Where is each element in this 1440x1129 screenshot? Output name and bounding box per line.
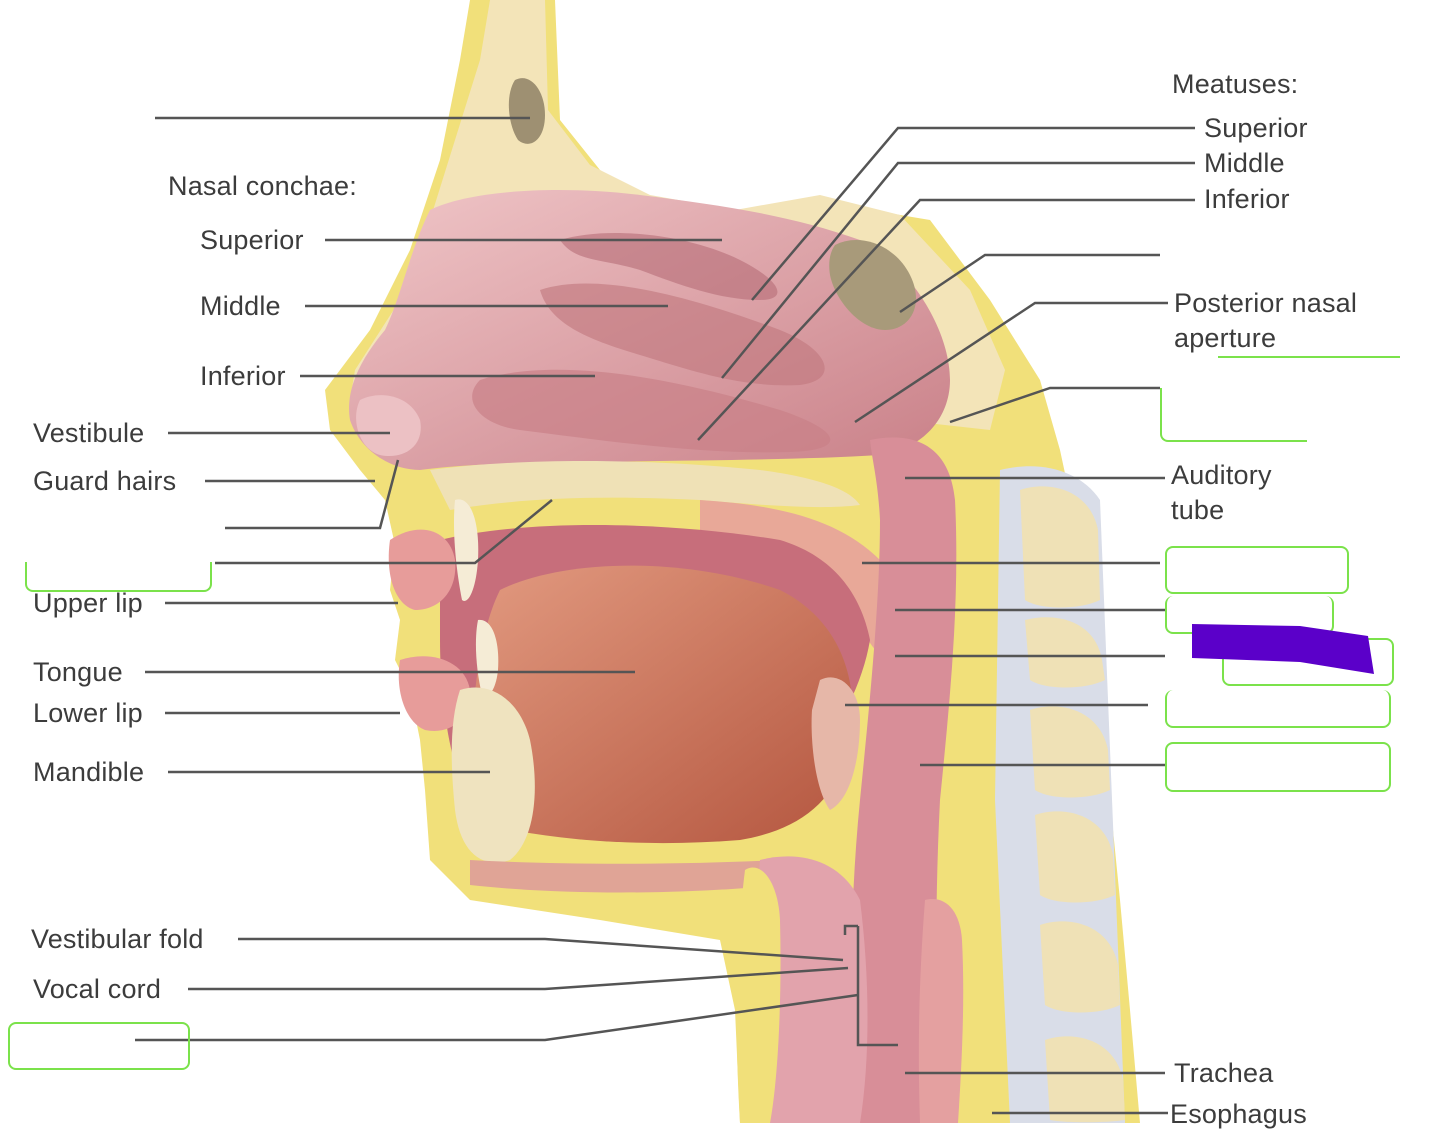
upper-lip-shape xyxy=(388,529,456,610)
label-guard-hairs: Guard hairs xyxy=(33,466,177,496)
answer-blank-left-larynx[interactable] xyxy=(8,1022,190,1070)
label-meatuses-heading: Meatuses: xyxy=(1172,69,1299,99)
frontal-sinus xyxy=(508,78,545,144)
leader-posterior-aperture xyxy=(854,301,1168,424)
leader-meatus-superior xyxy=(751,126,1195,301)
label-trachea: Trachea xyxy=(1174,1058,1274,1088)
lower-tooth xyxy=(475,619,499,697)
label-concha-inferior: Inferior xyxy=(200,361,286,391)
label-auditory-tube-line1: Auditory xyxy=(1171,460,1272,490)
hard-palate xyxy=(430,461,860,510)
answer-blank-right-2[interactable] xyxy=(1165,546,1349,594)
lower-lip-shape xyxy=(398,656,470,731)
label-nasal-conchae-heading: Nasal conchae: xyxy=(168,171,357,201)
label-concha-middle: Middle xyxy=(200,291,281,321)
leader-meatus-inferior xyxy=(697,198,1195,441)
tongue-muscle xyxy=(470,565,853,844)
label-meatus-middle: Middle xyxy=(1204,148,1285,178)
leader-blank-left-2 xyxy=(215,499,553,565)
label-meatus-inferior: Inferior xyxy=(1204,184,1290,214)
answer-blank-right-5[interactable] xyxy=(1165,690,1391,728)
answer-blank-right-1[interactable] xyxy=(1160,388,1307,442)
label-posterior-nasal-aperture-line1: Posterior nasal xyxy=(1174,288,1358,318)
vertebrae xyxy=(1020,486,1125,1123)
larynx xyxy=(755,856,868,1123)
purple-highlight-mark xyxy=(1192,624,1374,674)
label-meatus-superior: Superior xyxy=(1204,113,1308,143)
epiglottis xyxy=(811,677,860,810)
label-lower-lip: Lower lip xyxy=(33,698,143,728)
upper-tooth xyxy=(453,499,479,601)
label-posterior-nasal-aperture-line2: aperture xyxy=(1174,323,1277,353)
leader-sphenoid-sinus xyxy=(899,253,1160,314)
leader-lines xyxy=(135,116,1195,1115)
mandible-bone xyxy=(451,687,535,863)
mandible-floor xyxy=(470,860,780,893)
label-tongue: Tongue xyxy=(33,657,123,687)
label-vestibule: Vestibule xyxy=(33,418,145,448)
larynx-bracket xyxy=(843,924,898,1047)
label-auditory-tube-line2: tube xyxy=(1171,495,1225,525)
laryngeal-cartilage xyxy=(736,867,781,1123)
answer-blank-right-aperture-underline[interactable] xyxy=(1218,340,1400,358)
leader-blank-right-1 xyxy=(949,386,1160,424)
leader-blank-left-1 xyxy=(225,459,400,530)
vestibule-shape xyxy=(356,395,421,456)
label-vestibular-fold: Vestibular fold xyxy=(31,924,204,954)
label-vocal-cord: Vocal cord xyxy=(33,974,162,1004)
leader-blank-larynx xyxy=(135,993,859,1042)
label-concha-superior: Superior xyxy=(200,225,304,255)
leader-vestibular-fold xyxy=(238,937,844,962)
leader-vocal-cord xyxy=(188,966,849,991)
inferior-concha xyxy=(472,369,831,453)
leader-meatus-middle xyxy=(721,161,1195,379)
middle-concha xyxy=(540,283,825,386)
esophagus-tube xyxy=(918,899,964,1123)
superior-concha xyxy=(560,232,778,300)
answer-blank-right-6[interactable] xyxy=(1165,742,1391,792)
answer-blank-left-upper[interactable] xyxy=(25,562,212,592)
sphenoid-sinus xyxy=(829,239,916,330)
label-mandible: Mandible xyxy=(33,757,145,787)
label-upper-lip: Upper lip xyxy=(33,588,143,618)
